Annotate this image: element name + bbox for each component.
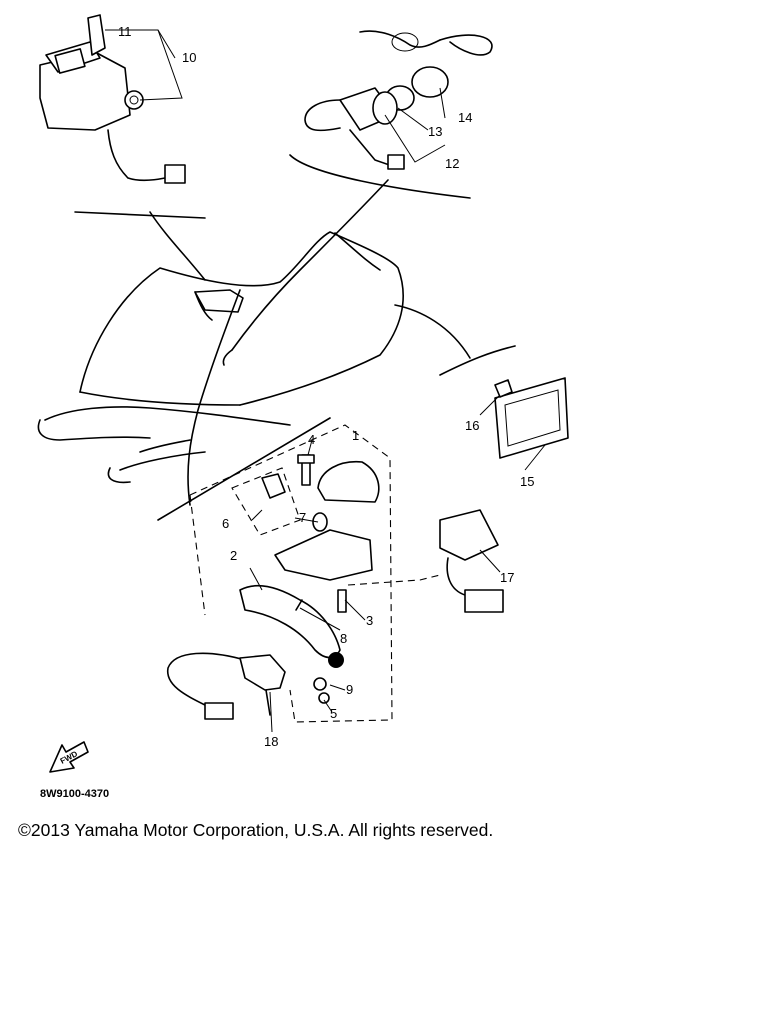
main-switch-assembly [304, 30, 493, 170]
callout-14: 14 [458, 110, 472, 125]
drawing-code: 8W9100-4370 [40, 788, 109, 800]
switch-housing [39, 14, 186, 184]
fwd-arrow-icon: FWD [49, 741, 89, 773]
inset-frame-top-right [289, 154, 471, 199]
group-boundary-1 [189, 424, 393, 723]
callout-9: 9 [346, 682, 353, 697]
group-boundary-left [189, 494, 206, 616]
wire-plug [222, 349, 233, 366]
wire-main-switch [231, 179, 389, 351]
leader-17 [347, 574, 441, 586]
callout-1: 1 [352, 428, 359, 443]
inset-frame-bottom [157, 417, 331, 521]
callout-17: 17 [500, 570, 514, 585]
callout-16: 16 [465, 418, 479, 433]
snowmobile-body [37, 231, 404, 484]
wire-to-left-inset [149, 211, 206, 281]
tail-light [494, 377, 569, 459]
connector-block [439, 509, 504, 613]
exploded-parts-diagram: FWD 1 2 3 4 5 6 7 8 9 10 11 12 13 14 15 … [37, 14, 569, 800]
copyright-notice: ©2013 Yamaha Motor Corporation, U.S.A. A… [18, 820, 494, 840]
callout-12: 12 [445, 156, 459, 171]
callout-2: 2 [230, 548, 237, 563]
inset-frame-right [439, 345, 516, 376]
callout-7: 7 [299, 510, 306, 525]
callout-5: 5 [330, 706, 337, 721]
callout-13: 13 [428, 124, 442, 139]
wire-to-light [394, 304, 471, 359]
brake-switch [167, 652, 286, 720]
callout-11: 11 [118, 24, 132, 39]
lever-assembly [239, 454, 380, 704]
inset-frame-top-left [74, 211, 206, 219]
leader-lines [105, 29, 546, 733]
callout-18: 18 [264, 734, 278, 749]
callout-3: 3 [366, 613, 373, 628]
wire-to-lever [187, 289, 241, 506]
callout-4: 4 [308, 432, 315, 447]
callout-15: 15 [520, 474, 534, 489]
callout-8: 8 [340, 631, 347, 646]
callout-6: 6 [222, 516, 229, 531]
group-boundary-6 [231, 467, 301, 536]
callout-10: 10 [182, 50, 196, 65]
